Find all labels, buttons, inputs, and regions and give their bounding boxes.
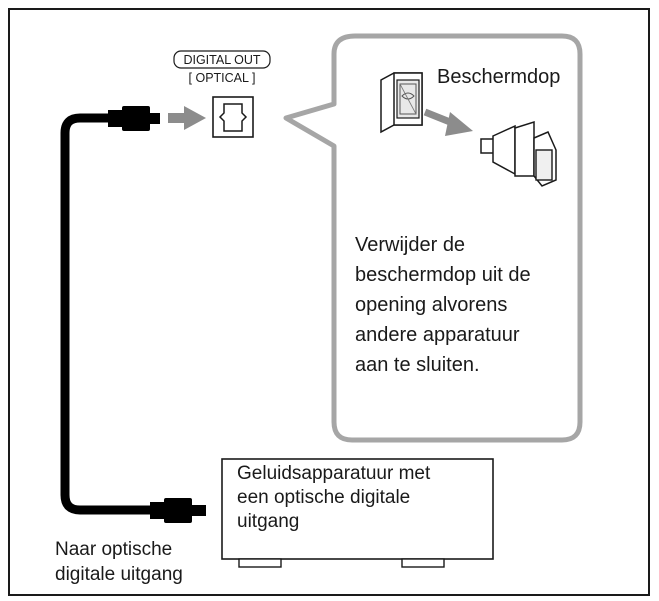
note-line: andere apparatuur <box>355 324 520 346</box>
optical-cable <box>60 113 165 515</box>
upper-plug <box>108 106 160 131</box>
port-label-group: DIGITAL OUT [ OPTICAL ] <box>173 50 271 85</box>
port-name-box <box>173 50 271 69</box>
device-label: Geluidsapparatuur met een optische digit… <box>237 462 497 534</box>
optical-port <box>212 96 254 138</box>
cable-label: Naar optische digitale uitgang <box>55 537 245 587</box>
lower-plug <box>150 498 206 523</box>
port-name: DIGITAL OUT <box>183 53 260 67</box>
protective-cap-icon <box>480 120 557 187</box>
note-line: beschermdop uit de <box>355 264 531 286</box>
port-with-cap-icon <box>380 72 423 134</box>
cable-label-line: digitale uitgang <box>55 564 183 585</box>
note-line: Verwijder de <box>355 234 466 256</box>
device-label-line: Geluidsapparatuur met <box>237 463 431 484</box>
device-label-line: uitgang <box>237 511 300 532</box>
plug-arrow <box>168 106 206 130</box>
port-type: [ OPTICAL ] <box>189 71 256 85</box>
note-line: aan te sluiten. <box>355 354 480 376</box>
note-line: opening alvorens <box>355 294 508 316</box>
cap-arrow <box>423 108 473 136</box>
cable-label-line: Naar optische <box>55 539 173 560</box>
cap-label: Beschermdop <box>437 66 561 88</box>
device-label-line: een optische digitale <box>237 487 411 508</box>
audio-device <box>221 458 494 568</box>
callout-note: Verwijder de beschermdop uit de opening … <box>355 230 585 380</box>
